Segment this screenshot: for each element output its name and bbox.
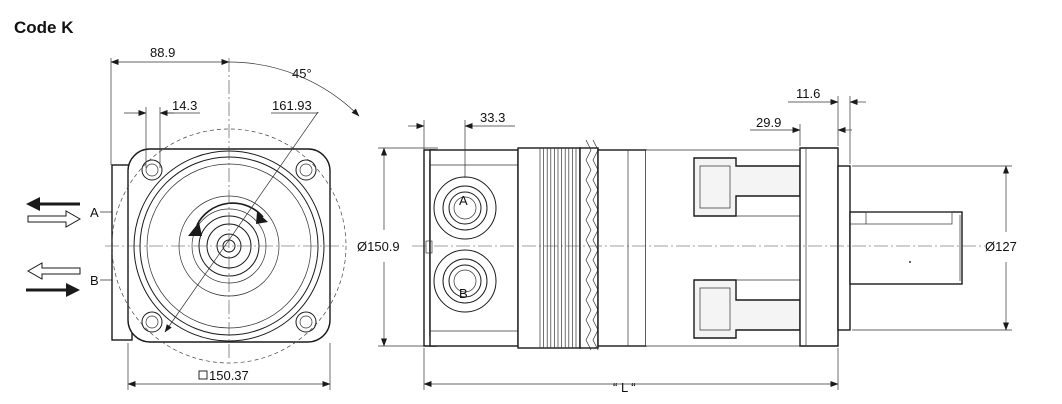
dim-port-offset: 33.3 bbox=[480, 110, 505, 125]
dim-width: 88.9 bbox=[150, 45, 175, 60]
side-port-b-label: B bbox=[459, 286, 468, 301]
page-title: Code K bbox=[14, 18, 74, 37]
bolt-hole-br bbox=[295, 311, 317, 333]
bolt-hole-bl bbox=[141, 311, 163, 333]
port-a-label: A bbox=[90, 205, 99, 220]
port-housing bbox=[429, 149, 519, 347]
flow-arrow-right-solid-icon bbox=[26, 283, 80, 297]
flow-arrows: A B bbox=[26, 197, 130, 297]
port-b-boss: B bbox=[433, 249, 497, 313]
flow-arrow-left-solid-icon bbox=[26, 197, 80, 211]
side-dimensions: 33.3 11.6 29.9 “ L “ bbox=[408, 86, 866, 395]
dim-length: “ L “ bbox=[613, 380, 636, 395]
port-b-label: B bbox=[90, 273, 99, 288]
front-dimensions: 88.9 45° 14.3 161.93 150.37 bbox=[110, 45, 360, 390]
bolt-hole-tl bbox=[141, 159, 163, 181]
side-port-a-label: A bbox=[459, 193, 468, 208]
dim-pilot-diameter: Ø127 bbox=[985, 239, 1017, 254]
side-view: Ø150.9 A B bbox=[357, 139, 1017, 351]
flow-arrow-right-hollow-icon bbox=[27, 210, 82, 228]
pilot bbox=[837, 165, 851, 331]
ribbed-section bbox=[517, 147, 581, 349]
dim-bolt-circle: 161.93 bbox=[272, 98, 312, 113]
dim-body-diameter: Ø150.9 bbox=[357, 239, 400, 254]
mounting-flange bbox=[799, 147, 839, 347]
port-a-boss: A bbox=[433, 176, 497, 240]
flow-arrow-left-hollow-icon bbox=[26, 262, 81, 280]
square-symbol-icon bbox=[198, 370, 208, 380]
dim-pilot-length: 11.6 bbox=[796, 86, 820, 101]
dim-flange-to-face: 29.9 bbox=[756, 115, 781, 130]
front-view bbox=[105, 58, 347, 364]
output-shaft bbox=[849, 211, 963, 285]
bolt-hole-tr bbox=[295, 159, 317, 181]
dim-flange-square: 150.37 bbox=[209, 368, 249, 383]
dim-bolt-offset: 14.3 bbox=[172, 98, 197, 113]
dim-angle: 45° bbox=[292, 66, 312, 81]
